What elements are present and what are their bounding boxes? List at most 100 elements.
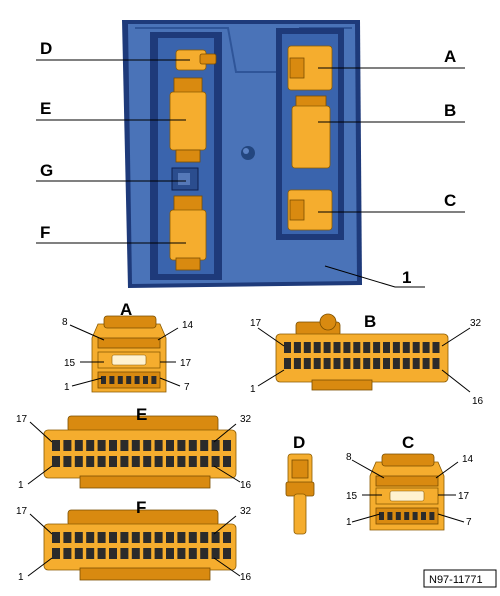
detail-connector-a bbox=[91, 315, 167, 393]
label-a: A bbox=[444, 47, 456, 66]
pin-cavity bbox=[131, 548, 140, 559]
pin-cavity bbox=[154, 532, 163, 543]
a-pin-1: 1 bbox=[64, 382, 70, 393]
pin-cavity bbox=[387, 512, 393, 520]
pin-cavity bbox=[284, 358, 291, 369]
pin-cavity bbox=[52, 456, 60, 467]
detail-e-title: E bbox=[136, 405, 147, 424]
pin-cavity bbox=[97, 532, 106, 543]
b-pin-17: 17 bbox=[250, 318, 262, 329]
pin-cavity bbox=[120, 532, 129, 543]
c-pin-8: 8 bbox=[346, 452, 352, 463]
pin-cavity bbox=[223, 532, 231, 543]
pin-cavity bbox=[343, 358, 351, 369]
pin-cavity bbox=[373, 358, 381, 369]
c-pin-17: 17 bbox=[458, 491, 470, 502]
pin-cavity bbox=[343, 342, 351, 353]
pin-cavity bbox=[109, 440, 117, 451]
pin-cavity bbox=[74, 532, 83, 543]
detail-d-title: D bbox=[293, 433, 305, 452]
pin-cavity bbox=[97, 456, 106, 467]
pin-cavity bbox=[109, 532, 117, 543]
f-pin-1: 1 bbox=[18, 572, 24, 583]
pin-cavity bbox=[63, 440, 72, 451]
detail-a-title: A bbox=[120, 300, 132, 319]
a-pin-17: 17 bbox=[180, 358, 192, 369]
pin-cavity bbox=[293, 358, 301, 369]
pin-cavity bbox=[177, 548, 186, 559]
pin-cavity bbox=[383, 342, 390, 353]
pin-cavity bbox=[422, 358, 430, 369]
pin-cavity bbox=[97, 440, 106, 451]
a-pin-15: 15 bbox=[64, 358, 76, 369]
pin-cavity bbox=[166, 532, 174, 543]
detail-connector-f bbox=[43, 509, 237, 581]
pin-cavity bbox=[131, 440, 140, 451]
connector-e-in-housing bbox=[169, 77, 207, 163]
pin-cavity bbox=[131, 532, 140, 543]
pin-cavity bbox=[313, 358, 321, 369]
pin-cavity bbox=[211, 456, 220, 467]
connector-a-in-housing bbox=[287, 45, 333, 91]
label-g: G bbox=[40, 161, 53, 180]
a-pin-14: 14 bbox=[182, 320, 194, 331]
pin-cavity bbox=[109, 376, 115, 384]
pin-cavity bbox=[333, 342, 341, 353]
label-c: C bbox=[444, 191, 456, 210]
pin-cavity bbox=[120, 456, 129, 467]
label-b: B bbox=[444, 101, 456, 120]
pin-cavity bbox=[177, 532, 186, 543]
pin-cavity bbox=[166, 440, 174, 451]
c-pin-14: 14 bbox=[462, 454, 474, 465]
pin-cavity bbox=[188, 456, 197, 467]
detail-connector-c bbox=[369, 453, 445, 531]
pin-cavity bbox=[188, 532, 197, 543]
pin-cavity bbox=[154, 456, 163, 467]
connector-f-in-housing bbox=[169, 195, 207, 271]
connector-g-in-housing bbox=[171, 167, 199, 191]
pin-cavity bbox=[353, 342, 361, 353]
e-pin-32: 32 bbox=[240, 414, 252, 425]
pin-cavity bbox=[120, 440, 129, 451]
pin-cavity bbox=[126, 376, 132, 384]
pin-cavity bbox=[74, 456, 83, 467]
pin-cavity bbox=[223, 440, 231, 451]
pin-cavity bbox=[63, 532, 72, 543]
pin-cavity bbox=[86, 440, 95, 451]
pin-cavity bbox=[97, 548, 106, 559]
pin-cavity bbox=[323, 358, 331, 369]
pin-cavity bbox=[188, 548, 197, 559]
e-pin-1: 1 bbox=[18, 480, 24, 491]
label-d: D bbox=[40, 39, 52, 58]
detail-f-title: F bbox=[136, 498, 146, 517]
pin-cavity bbox=[353, 358, 361, 369]
pin-cavity bbox=[131, 456, 140, 467]
detail-connector-d bbox=[285, 453, 315, 535]
connector-b-in-housing bbox=[291, 95, 331, 169]
detail-connector-e bbox=[43, 415, 237, 489]
e-pin-16: 16 bbox=[240, 480, 252, 491]
pin-cavity bbox=[200, 456, 209, 467]
c-pin-1: 1 bbox=[346, 517, 352, 528]
reference-box bbox=[423, 569, 497, 588]
pin-cavity bbox=[303, 342, 311, 353]
pin-cavity bbox=[86, 456, 95, 467]
pin-cavity bbox=[404, 512, 410, 520]
pin-cavity bbox=[412, 342, 420, 353]
pin-cavity bbox=[74, 548, 83, 559]
pin-cavity bbox=[143, 548, 152, 559]
connector-d-in-housing bbox=[175, 49, 217, 71]
pin-cavity bbox=[86, 532, 95, 543]
pin-cavity bbox=[52, 532, 60, 543]
a-pin-8: 8 bbox=[62, 317, 68, 328]
pin-cavity bbox=[166, 548, 174, 559]
c-pin-7: 7 bbox=[466, 517, 472, 528]
pin-cavity bbox=[109, 548, 117, 559]
detail-connector-b bbox=[275, 313, 449, 391]
pin-cavity bbox=[134, 376, 140, 384]
label-e: E bbox=[40, 99, 51, 118]
pin-cavity bbox=[402, 342, 410, 353]
pin-cavity bbox=[373, 342, 381, 353]
pin-cavity bbox=[422, 342, 430, 353]
